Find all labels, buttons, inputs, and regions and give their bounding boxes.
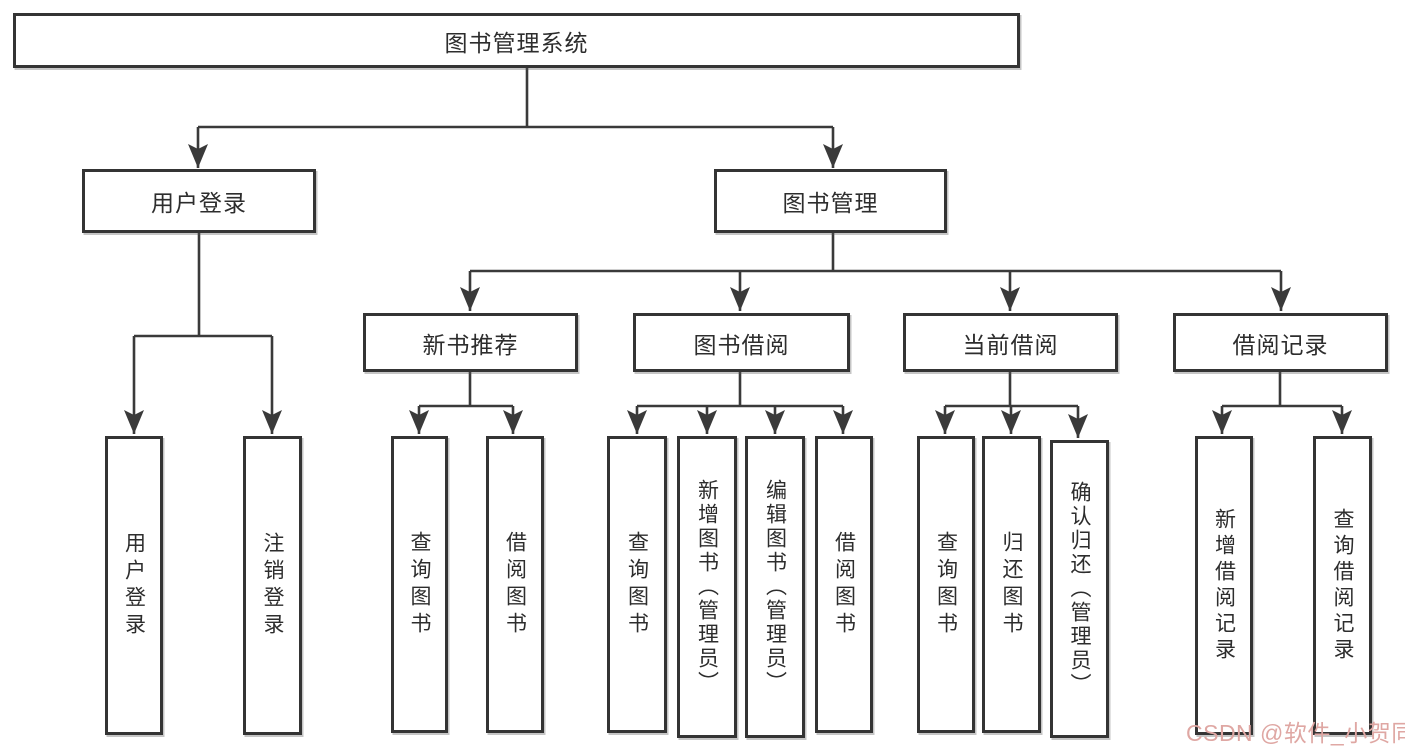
node-label: 注销登录: [261, 531, 284, 640]
node-label: 用户登录: [122, 531, 146, 640]
node-cb-confirm-return: 确认归还（管理员）: [1050, 440, 1109, 738]
node-bb-add-books: 新增图书（管理员）: [677, 436, 737, 738]
node-nb-query-books: 查询图书: [391, 436, 448, 733]
node-label: 新增图书（管理员）: [695, 479, 719, 695]
node-new-book-recommend: 新书推荐: [363, 313, 578, 372]
csdn-watermark: CSDN @软件_小贺同学: [1186, 720, 1405, 746]
node-cb-query-books: 查询图书: [917, 436, 975, 733]
node-cb-return-books: 归还图书: [982, 436, 1041, 733]
node-user-login-action: 用户登录: [105, 436, 163, 735]
node-user-login: 用户登录: [82, 169, 316, 233]
node-label: 借阅图书: [503, 530, 527, 639]
node-borrow-records: 借阅记录: [1173, 313, 1388, 372]
node-nb-borrow-books: 借阅图书: [486, 436, 544, 733]
node-label: 查询借阅记录: [1331, 507, 1354, 664]
node-br-query-record: 查询借阅记录: [1313, 436, 1372, 735]
node-label: 确认归还（管理员）: [1068, 481, 1091, 697]
node-br-add-record: 新增借阅记录: [1195, 436, 1253, 735]
node-logout-action: 注销登录: [243, 436, 302, 735]
node-book-management: 图书管理: [714, 169, 947, 233]
node-root: 图书管理系统: [13, 13, 1020, 68]
node-bb-edit-books: 编辑图书（管理员）: [745, 436, 805, 738]
node-label: 查询图书: [934, 530, 958, 639]
node-label: 查询图书: [625, 530, 649, 639]
node-label: 查询图书: [408, 530, 431, 639]
node-label: 归还图书: [1000, 530, 1023, 639]
node-bb-borrow-books: 借阅图书: [815, 436, 873, 733]
node-bb-query-books: 查询图书: [607, 436, 667, 733]
node-label: 借阅图书: [832, 530, 856, 639]
node-book-borrow: 图书借阅: [633, 313, 850, 372]
node-current-borrow: 当前借阅: [903, 313, 1118, 372]
node-label: 编辑图书（管理员）: [763, 479, 787, 695]
node-label: 新增借阅记录: [1212, 507, 1236, 664]
